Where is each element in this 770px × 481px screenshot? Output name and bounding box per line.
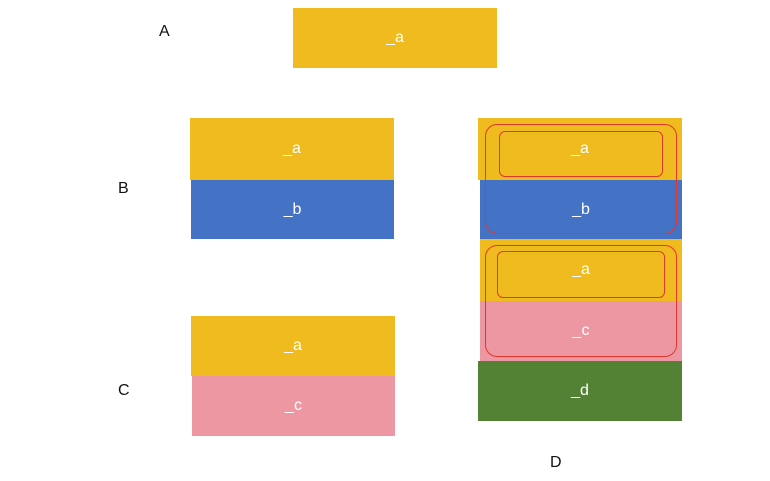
label-b: B xyxy=(118,180,129,197)
block-d-c: _c xyxy=(480,301,682,361)
outline-group-a-c-outer xyxy=(485,245,677,357)
block-c-c: _c xyxy=(192,376,395,436)
block-a-a: _a xyxy=(293,8,497,68)
label-d: D xyxy=(550,454,562,471)
block-d-a-first: _a xyxy=(478,118,682,180)
outline-group-a-b-inner xyxy=(499,131,663,177)
block-b-b: _b xyxy=(191,180,394,239)
outline-group-a-b-outer xyxy=(485,124,677,234)
block-b-a: _a xyxy=(190,118,394,180)
block-d-a-second: _a xyxy=(480,239,682,301)
block-d-b: _b xyxy=(480,180,682,239)
block-c-a: _a xyxy=(191,316,395,376)
label-a: A xyxy=(159,23,170,40)
outline-group-a-c-inner xyxy=(497,251,665,298)
label-c: C xyxy=(118,382,130,399)
block-d-d: _d xyxy=(478,361,682,421)
